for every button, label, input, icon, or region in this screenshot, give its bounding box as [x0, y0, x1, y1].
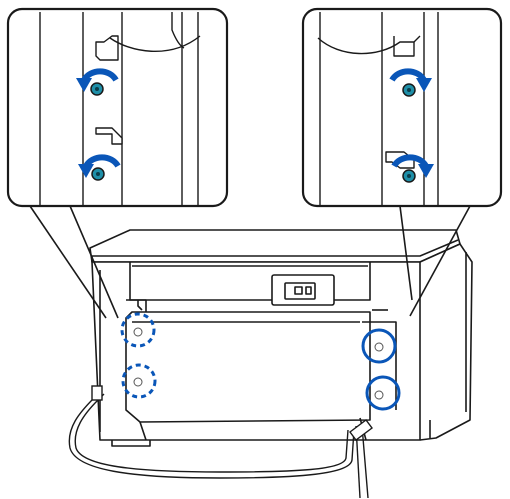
screw-icon — [92, 168, 104, 180]
right-callout — [303, 9, 501, 206]
screw-icon — [91, 83, 103, 95]
screw-icon — [403, 84, 415, 96]
left-callout — [8, 9, 227, 206]
screw-icon — [403, 170, 415, 182]
printer-body — [90, 230, 472, 446]
